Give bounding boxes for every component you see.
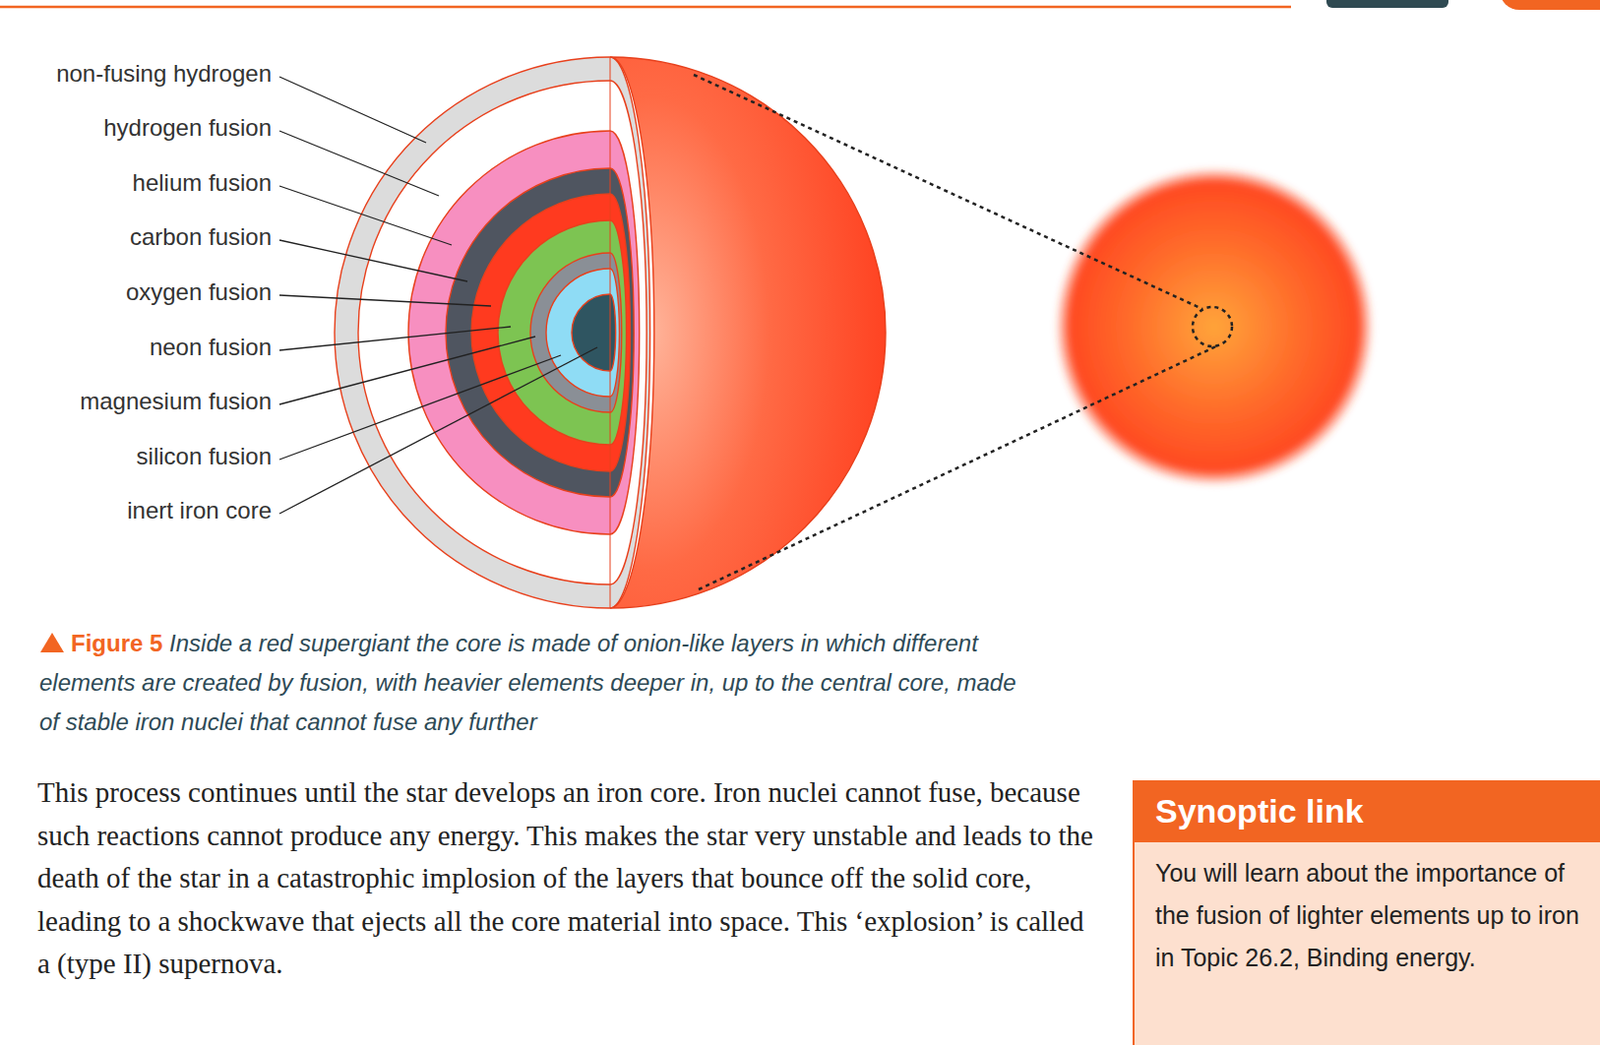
fusion-layer (445, 168, 634, 497)
cutaway-star (334, 57, 886, 609)
box-body: You will learn about the importance of t… (1134, 842, 1600, 989)
zoom-line (698, 345, 1219, 590)
box-heading: Synoptic link (1134, 782, 1600, 843)
figure-caption-block: Figure 5 Inside a red supergiant the cor… (39, 623, 1034, 742)
layer-label: oxygen fusion (125, 278, 272, 307)
layer-label: hydrogen fusion (103, 114, 272, 142)
red-supergiant (1054, 167, 1374, 487)
top-rule (0, 5, 1292, 9)
space (162, 629, 170, 657)
synoptic-box: Synoptic linkYou will learn about the im… (1132, 780, 1600, 1045)
fusion-layer (358, 80, 647, 585)
leader-line (279, 295, 492, 307)
tab-orange (1499, 0, 1600, 10)
caption: Inside a red supergiant the core is made… (39, 629, 1017, 736)
layer-label: inert iron core (126, 496, 272, 525)
layer-label: helium fusion (132, 169, 272, 197)
fusion-layer (571, 294, 616, 371)
fusion-layer (497, 220, 627, 445)
zoom-circle (1192, 307, 1232, 347)
fusion-layer (530, 252, 622, 413)
cut-edge (610, 57, 612, 609)
sphere-surface (610, 57, 886, 609)
leader-line (279, 326, 511, 351)
layer-label: neon fusion (149, 333, 272, 362)
leader-line (279, 336, 536, 405)
layer-label: magnesium fusion (79, 387, 272, 416)
layer-label: silicon fusion (136, 442, 272, 471)
leader-line (279, 355, 561, 460)
leader-line (279, 347, 598, 514)
fusion-layer (546, 268, 619, 397)
zoom-line (693, 74, 1203, 309)
caption-triangle (39, 631, 65, 654)
leader-line (279, 240, 468, 282)
body-text: This process continues until the star de… (37, 771, 1096, 986)
leader-line (279, 76, 427, 143)
leader-line (279, 185, 452, 246)
layer-label: non-fusing hydrogen (56, 60, 272, 88)
layer-label: carbon fusion (129, 223, 272, 251)
figure-number: Figure 5 (70, 629, 163, 657)
tab-dark (1326, 0, 1449, 8)
leader-line (279, 130, 439, 196)
fusion-layer (471, 193, 630, 472)
fusion-layer (408, 130, 640, 535)
fusion-layer (334, 57, 651, 609)
